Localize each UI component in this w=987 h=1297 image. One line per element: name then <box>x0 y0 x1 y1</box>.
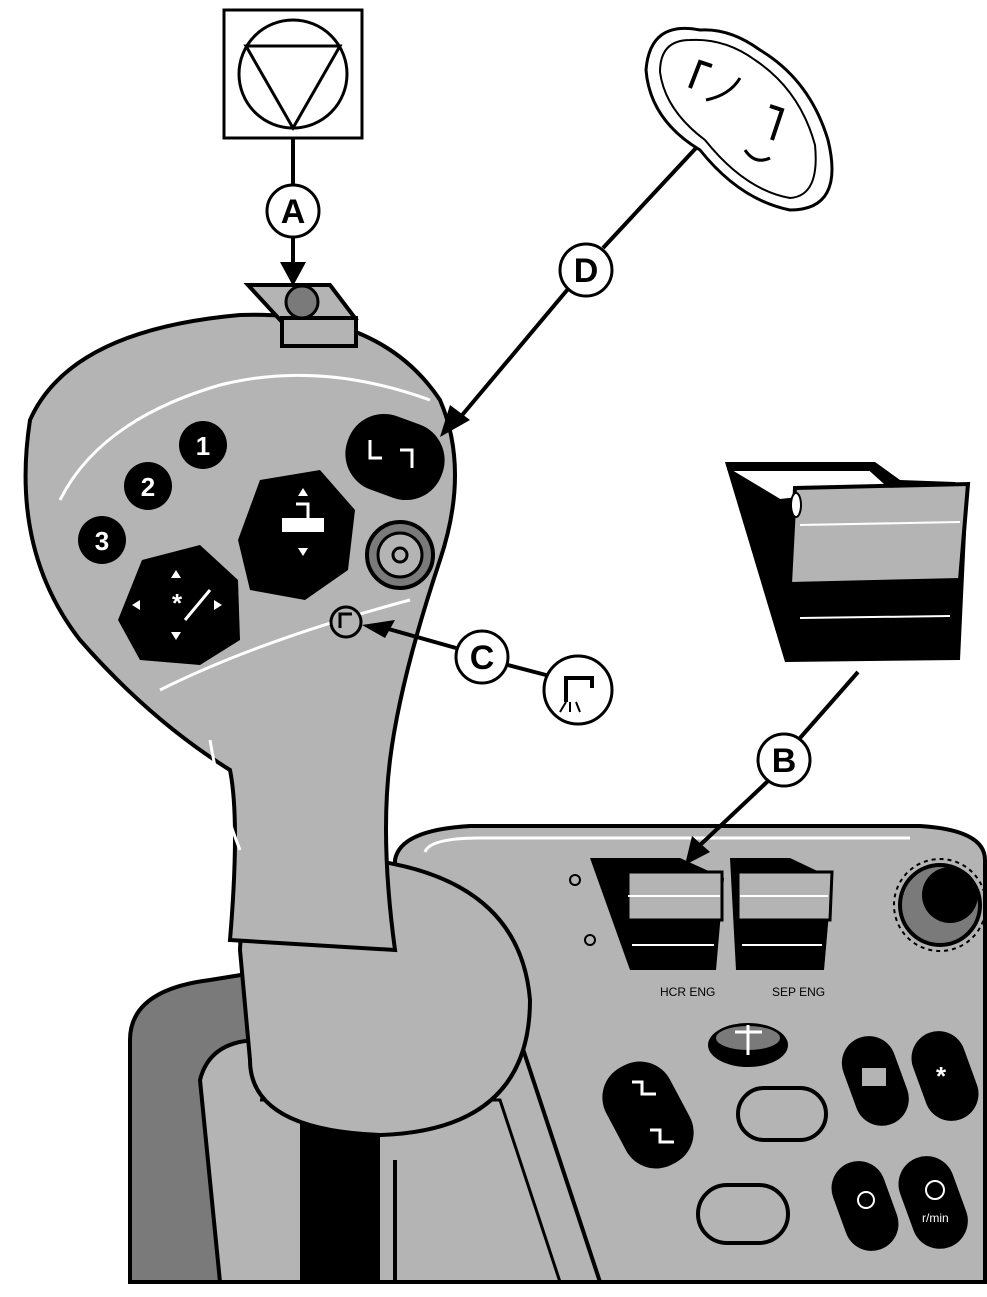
svg-text:*: * <box>936 1061 947 1091</box>
callout-b: B <box>685 462 971 865</box>
reel-speed-rocker[interactable] <box>834 1028 916 1133</box>
callout-a-label: A <box>281 193 306 231</box>
callout-d-arrowhead <box>440 405 470 437</box>
preset-button-2[interactable]: 2 <box>124 462 172 510</box>
raise-lower-arrows-icon <box>688 59 785 162</box>
multifunction-handle: 1 2 3 * <box>23 283 533 1138</box>
console-gray-button-1[interactable] <box>736 1086 828 1142</box>
rotor-speed-rocker[interactable] <box>824 1154 906 1259</box>
callout-c: C <box>362 620 614 726</box>
reel-position-switch[interactable]: * <box>118 545 240 665</box>
svg-text:*: * <box>172 588 183 618</box>
separator-engage-switch[interactable]: SEP ENG <box>730 858 834 999</box>
console-oval-button[interactable] <box>708 1023 788 1067</box>
callout-d-label: D <box>574 252 599 290</box>
preset-button-3[interactable]: 3 <box>78 516 126 564</box>
callout-b-label: B <box>772 742 797 780</box>
implement-lower-button[interactable] <box>329 605 363 639</box>
preset-button-1[interactable]: 1 <box>179 421 227 469</box>
button-3-label: 3 <box>95 526 109 556</box>
callout-d-symbol-outline <box>644 26 834 212</box>
hcr-eng-label: HCR ENG <box>660 985 715 999</box>
implement-lower-icon <box>559 676 594 713</box>
stop-triangle-icon <box>243 44 343 132</box>
button-1-label: 1 <box>196 431 210 461</box>
console-gray-button-2[interactable] <box>696 1183 790 1245</box>
button-2-label: 2 <box>141 472 155 502</box>
callout-a: A <box>222 8 364 286</box>
stop-button[interactable] <box>243 283 359 348</box>
callout-c-label: C <box>470 639 495 677</box>
callout-b-arrowhead <box>685 836 710 865</box>
engine-speed-rocker[interactable]: r/min <box>891 1148 976 1256</box>
rpm-label: r/min <box>922 1211 949 1225</box>
callout-d: D <box>440 26 834 437</box>
header-raise-lower-switch[interactable] <box>590 1050 705 1181</box>
fan-speed-rocker[interactable]: * <box>904 1024 986 1129</box>
callout-c-arrowhead <box>362 620 395 638</box>
hcr-engage-switch[interactable]: HCR ENG <box>590 858 724 999</box>
sep-eng-label: SEP ENG <box>772 985 825 999</box>
rotary-knob[interactable] <box>893 858 987 952</box>
handle-round-button[interactable] <box>365 520 435 590</box>
callout-a-arrowhead <box>280 262 306 286</box>
header-tilt-switch[interactable] <box>238 470 355 600</box>
rocker-switch-icon <box>725 462 971 662</box>
header-raise-lower-button[interactable] <box>335 403 456 510</box>
